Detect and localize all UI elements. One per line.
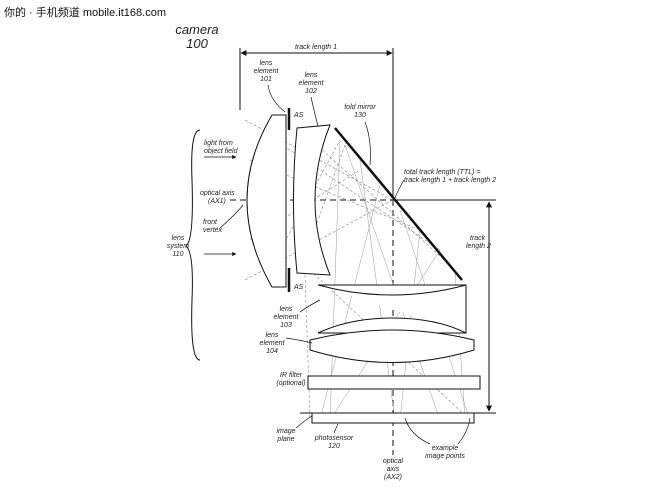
svg-text:130: 130	[354, 112, 366, 119]
svg-text:photosensor: photosensor	[314, 435, 354, 442]
as-top-label: AS	[293, 112, 304, 119]
svg-text:120: 120	[328, 443, 340, 450]
lens-element-101-label: lens element 101	[254, 60, 280, 83]
svg-text:optical: optical	[383, 458, 404, 465]
svg-text:lens: lens	[305, 72, 318, 79]
svg-text:example: example	[432, 445, 459, 452]
lens-element-104	[309, 329, 475, 363]
diagram-title-line2: 100	[186, 36, 208, 51]
svg-text:lens: lens	[260, 60, 273, 67]
as-bottom-label: AS	[293, 284, 304, 291]
svg-text:(optional): (optional)	[276, 380, 305, 387]
svg-text:element: element	[274, 314, 300, 321]
optical-axis-ax2-label: optical axis (AX2)	[383, 458, 404, 481]
svg-text:lens: lens	[266, 332, 279, 339]
lens-element-103	[317, 284, 467, 334]
svg-text:element: element	[299, 80, 325, 87]
svg-text:total track length (TTL) =: total track length (TTL) =	[404, 169, 480, 176]
svg-text:fold mirror: fold mirror	[344, 104, 376, 111]
svg-text:object field: object field	[204, 148, 239, 155]
track-length-1-label: track length 1	[295, 44, 337, 51]
svg-text:light from: light from	[204, 140, 233, 147]
ttl-label: total track length (TTL) = track length …	[404, 169, 496, 184]
svg-text:axis: axis	[387, 466, 400, 473]
lens-element-101	[246, 114, 287, 288]
track-length-2-label-line1: track	[470, 235, 486, 242]
svg-text:track length 1 + track length: track length 1 + track length 2	[404, 177, 496, 184]
svg-text:IR filter: IR filter	[280, 372, 303, 379]
lens-system-brace	[185, 129, 201, 361]
svg-text:system: system	[167, 243, 189, 250]
svg-text:plane: plane	[276, 436, 294, 443]
front-vertex-label: front vertex	[203, 219, 223, 234]
optical-axis-ax1-label: optical axis (AX1)	[200, 190, 235, 205]
watermark-text: 你的 · 手机频道 mobile.it168.com	[4, 5, 166, 19]
svg-text:110: 110	[172, 251, 183, 258]
photosensor-label: photosensor 120	[314, 435, 354, 450]
svg-text:lens: lens	[280, 306, 293, 313]
ir-filter-label: IR filter (optional)	[276, 372, 305, 387]
svg-text:(AX1): (AX1)	[208, 198, 226, 205]
example-image-points-label: example image points	[425, 445, 465, 460]
svg-text:image points: image points	[425, 453, 465, 460]
fold-mirror	[334, 127, 463, 281]
lens-element-103-label: lens element 103	[274, 306, 300, 329]
svg-text:optical axis: optical axis	[200, 190, 235, 197]
lens-element-102	[293, 124, 331, 276]
svg-text:104: 104	[266, 348, 278, 355]
image-plane-label: image plane	[276, 428, 295, 443]
svg-text:element: element	[260, 340, 286, 347]
svg-text:vertex: vertex	[203, 227, 223, 234]
lens-element-102-label: lens element 102	[299, 72, 325, 95]
track-length-2-label-line2: length 2	[466, 243, 491, 250]
svg-text:lens: lens	[172, 235, 185, 242]
svg-text:image: image	[276, 428, 295, 435]
fold-mirror-label: fold mirror 130	[344, 104, 376, 119]
svg-text:(AX2): (AX2)	[384, 474, 402, 481]
svg-text:101: 101	[260, 76, 272, 83]
lens-system-label: lens system 110	[167, 235, 189, 258]
light-from-label: light from object field	[204, 140, 239, 155]
svg-text:element: element	[254, 68, 280, 75]
svg-text:102: 102	[305, 88, 317, 95]
svg-text:103: 103	[280, 322, 292, 329]
ir-filter	[307, 375, 481, 390]
diagram-title-line1: camera	[175, 22, 218, 37]
svg-text:front: front	[203, 219, 218, 226]
photosensor	[311, 412, 475, 424]
lens-element-104-label: lens element 104	[260, 332, 286, 355]
